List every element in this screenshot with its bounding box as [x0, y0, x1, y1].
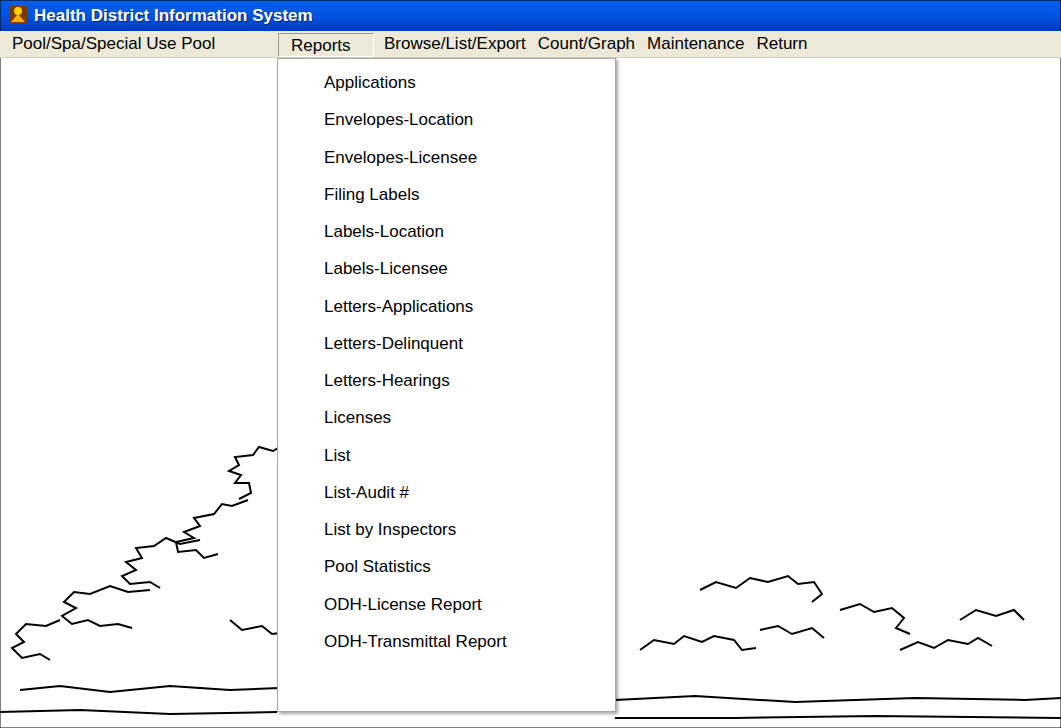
menu-label: Maintenance [647, 35, 744, 52]
dropdown-menu: ApplicationsEnvelopes-LocationEnvelopes-… [277, 58, 616, 712]
menu-option: Envelopes-Licensee [324, 149, 477, 166]
app-icon [9, 6, 27, 24]
menu-label: Browse/List/Export [384, 35, 526, 52]
menu-option: List-Audit # [324, 484, 409, 501]
menu-option: Labels-Location [324, 223, 444, 240]
menu-item-open: Reports [278, 33, 374, 57]
menu-label: Pool/Spa/Special Use Pool [12, 35, 215, 52]
menu-option: Letters-Delinquent [324, 335, 463, 352]
title-bar [0, 0, 1061, 31]
menu-option: List by Inspectors [324, 521, 456, 538]
menu-label: Reports [291, 37, 351, 54]
menu-label: Count/Graph [538, 35, 635, 52]
menu-option: Letters-Applications [324, 298, 473, 315]
menu-option: Pool Statistics [324, 558, 431, 575]
menu-option: ODH-License Report [324, 596, 482, 613]
menu-option: Envelopes-Location [324, 111, 473, 128]
menu-option: ODH-Transmittal Report [324, 633, 507, 650]
menu-option: Applications [324, 74, 416, 91]
menu-option: Letters-Hearings [324, 372, 450, 389]
menu-bar: Pool/Spa/Special Use Pool Browse/List/Exp… [0, 31, 1061, 58]
menu-label: Return [756, 35, 807, 52]
menu-option: Labels-Licensee [324, 260, 448, 277]
menu-option: Licenses [324, 409, 391, 426]
menu-option: Filing Labels [324, 186, 419, 203]
menu-option: List [324, 447, 350, 464]
window-title: Health District Information System [34, 7, 313, 24]
